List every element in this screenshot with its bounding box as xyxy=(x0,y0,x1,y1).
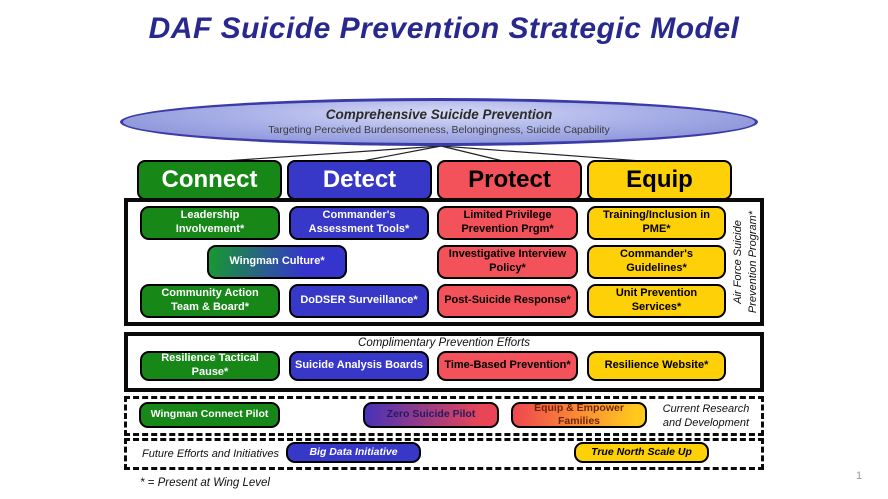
box-wingman-culture: Wingman Culture* xyxy=(207,245,347,279)
comprehensive-prevention-ellipse: Comprehensive Suicide Prevention Targeti… xyxy=(120,98,758,146)
pillar-detect: Detect xyxy=(287,160,432,200)
afspp-vertical-label: Air Force Suicide Prevention Program* xyxy=(729,192,763,332)
box-commanders-assessment-tools: Commander's Assessment Tools* xyxy=(289,206,429,240)
complimentary-title: Complimentary Prevention Efforts xyxy=(358,337,530,349)
pillar-connect: Connect xyxy=(137,160,282,200)
box-post-suicide-response: Post-Suicide Response* xyxy=(437,284,578,318)
future-label: Future Efforts and Initiatives xyxy=(142,448,279,460)
box-investigative-interview-policy: Investigative Interview Policy* xyxy=(437,245,578,279)
research-label-line2: and Development xyxy=(662,417,750,430)
box-commanders-guidelines: Commander's Guidelines* xyxy=(587,245,726,279)
box-time-based-prevention: Time-Based Prevention* xyxy=(437,351,578,381)
box-resilience-website: Resilience Website* xyxy=(587,351,726,381)
afspp-vertical-label-line2: Prevention Program* xyxy=(747,210,759,314)
ellipse-title: Comprehensive Suicide Prevention xyxy=(325,107,553,123)
page-title: DAF Suicide Prevention Strategic Model xyxy=(148,12,740,45)
box-training-inclusion-pme: Training/Inclusion in PME* xyxy=(587,206,726,240)
pillar-equip: Equip xyxy=(587,160,732,200)
box-leadership-involvement: Leadership Involvement* xyxy=(140,206,280,240)
box-community-action-team: Community Action Team & Board* xyxy=(140,284,280,318)
box-limited-privilege-prevention: Limited Privilege Prevention Prgm* xyxy=(437,206,578,240)
wing-level-footnote: * = Present at Wing Level xyxy=(140,477,270,489)
box-dodser-surveillance: DoDSER Surveillance* xyxy=(289,284,429,318)
research-label: Current Research and Development xyxy=(652,402,760,431)
box-zero-suicide-pilot: Zero Suicide Pilot xyxy=(363,402,499,428)
box-wingman-connect-pilot: Wingman Connect Pilot xyxy=(139,402,280,428)
box-unit-prevention-services: Unit Prevention Services* xyxy=(587,284,726,318)
ellipse-subtitle: Targeting Perceived Burdensomeness, Belo… xyxy=(268,124,610,137)
research-label-line1: Current Research xyxy=(662,403,750,415)
afspp-vertical-label-line1: Air Force Suicide xyxy=(732,220,745,304)
pillar-protect: Protect xyxy=(437,160,582,200)
box-resilience-tactical-pause: Resilience Tactical Pause* xyxy=(140,351,280,381)
box-suicide-analysis-boards: Suicide Analysis Boards xyxy=(289,351,429,381)
page-number: 1 xyxy=(856,470,863,482)
box-equip-empower-families: Equip & Empower Families xyxy=(511,402,647,428)
future-frame xyxy=(124,438,764,470)
box-big-data-initiative: Big Data Initiative xyxy=(286,442,421,463)
box-true-north-scale-up: True North Scale Up xyxy=(574,442,709,463)
